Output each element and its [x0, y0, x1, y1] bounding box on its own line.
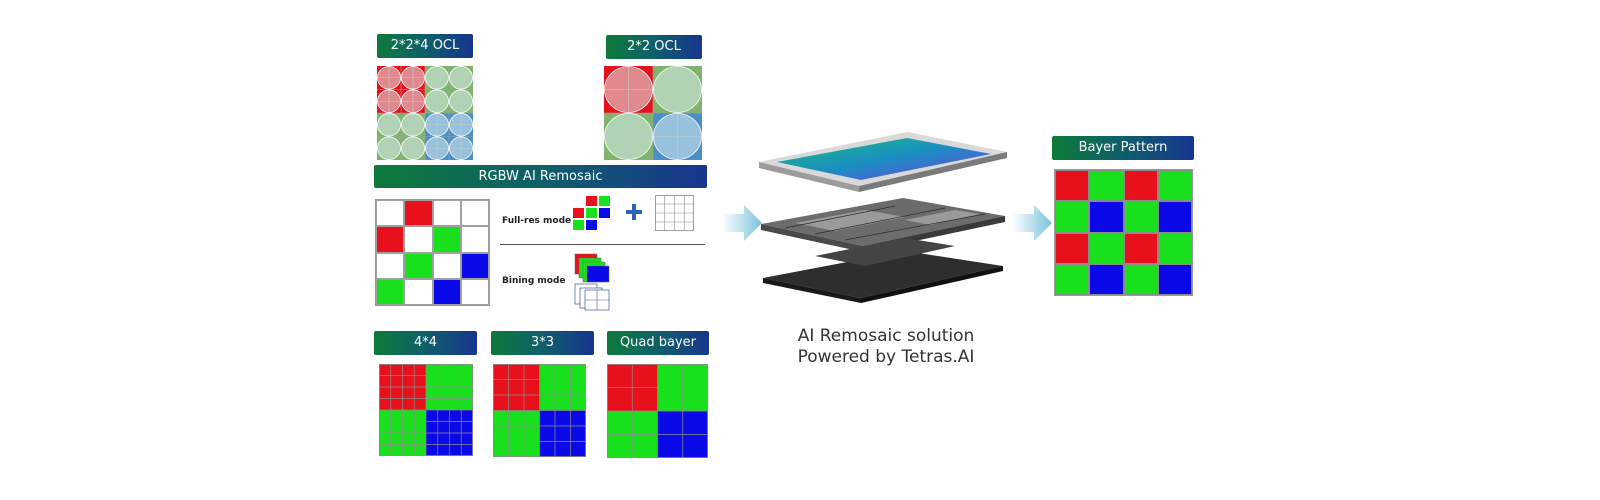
solution-caption: AI Remosaic solution Powered by Tetras.A… — [770, 326, 1002, 368]
bayer-pattern-grid — [1054, 169, 1193, 296]
pattern-cell-0-2 — [598, 195, 611, 207]
arrow-right-icon — [722, 205, 762, 241]
pattern-cell-1-2 — [432, 226, 461, 253]
pattern-cell-1-0 — [376, 226, 405, 253]
pattern-cell-2-0 — [1055, 232, 1090, 264]
arrow-right-icon-2 — [1012, 205, 1052, 241]
caption-line-1: AI Remosaic solution — [797, 326, 975, 346]
label-4x4: 4*4 — [374, 331, 477, 355]
sensor-chip-illustration — [759, 132, 1007, 303]
pattern-cell-1-0 — [572, 207, 585, 219]
label-2x2-ocl: 2*2 OCL — [606, 35, 702, 59]
pattern-cell-1-1 — [1089, 201, 1124, 233]
pattern-cell-0-1 — [585, 195, 598, 207]
grid-4x4 — [379, 364, 473, 456]
label-bayer-pattern: Bayer Pattern — [1052, 136, 1194, 160]
label-rgbw-remosaic: RGBW AI Remosaic — [374, 165, 707, 188]
pattern-cell-2-2 — [598, 219, 611, 231]
pattern-cell-3-1 — [1089, 263, 1124, 295]
mode-divider — [500, 244, 705, 245]
pattern-cell-2-1 — [585, 219, 598, 231]
pattern-cell-2-1 — [1089, 232, 1124, 264]
pattern-cell-1-1 — [585, 207, 598, 219]
binning-mode-label: Bining mode — [502, 276, 566, 286]
pattern-cell-0-2 — [432, 200, 461, 227]
pattern-cell-1-2 — [1123, 201, 1158, 233]
pattern-cell-1-3 — [1157, 201, 1192, 233]
pattern-cell-3-0 — [1055, 263, 1090, 295]
label-quad-bayer: Quad bayer — [607, 331, 709, 355]
rgbw-pattern-grid — [375, 199, 490, 306]
pattern-cell-0-3 — [460, 200, 489, 227]
pattern-cell-0-3 — [1157, 170, 1192, 202]
pattern-cell-2-3 — [1157, 232, 1192, 264]
pattern-cell-0-0 — [572, 195, 585, 207]
pattern-cell-0-0 — [1055, 170, 1090, 202]
pattern-cell-2-3 — [460, 252, 489, 279]
pattern-cell-1-0 — [1055, 201, 1090, 233]
pattern-cell-0-2 — [1123, 170, 1158, 202]
pattern-cell-2-2 — [432, 252, 461, 279]
pattern-cell-1-1 — [404, 226, 433, 253]
pattern-cell-3-3 — [460, 278, 489, 305]
binning-stack-icon — [574, 253, 610, 311]
label-2x2x4-ocl: 2*2*4 OCL — [377, 34, 473, 58]
pattern-cell-3-2 — [1123, 263, 1158, 295]
plus-icon — [626, 204, 642, 220]
full-res-mini-pattern — [572, 195, 611, 231]
white-grid-icon — [655, 195, 694, 231]
pattern-cell-3-1 — [404, 278, 433, 305]
ocl-2x2x4-grid — [377, 66, 473, 160]
pattern-cell-0-0 — [376, 200, 405, 227]
pattern-cell-2-2 — [1123, 232, 1158, 264]
pattern-cell-0-1 — [1089, 170, 1124, 202]
pattern-cell-2-1 — [404, 252, 433, 279]
pattern-cell-1-2 — [598, 207, 611, 219]
label-3x3: 3*3 — [491, 331, 594, 355]
pattern-cell-2-0 — [376, 252, 405, 279]
pattern-cell-3-3 — [1157, 263, 1192, 295]
pattern-cell-1-3 — [460, 226, 489, 253]
pattern-cell-3-0 — [376, 278, 405, 305]
pattern-cell-3-2 — [432, 278, 461, 305]
pattern-cell-2-0 — [572, 219, 585, 231]
grid-3x3 — [493, 364, 586, 457]
caption-line-2: Powered by Tetras.AI — [797, 347, 975, 367]
pattern-cell-0-1 — [404, 200, 433, 227]
grid-quad-bayer — [607, 364, 708, 458]
ocl-2x2-grid — [604, 66, 702, 160]
full-res-mode-label: Full-res mode — [502, 216, 572, 226]
